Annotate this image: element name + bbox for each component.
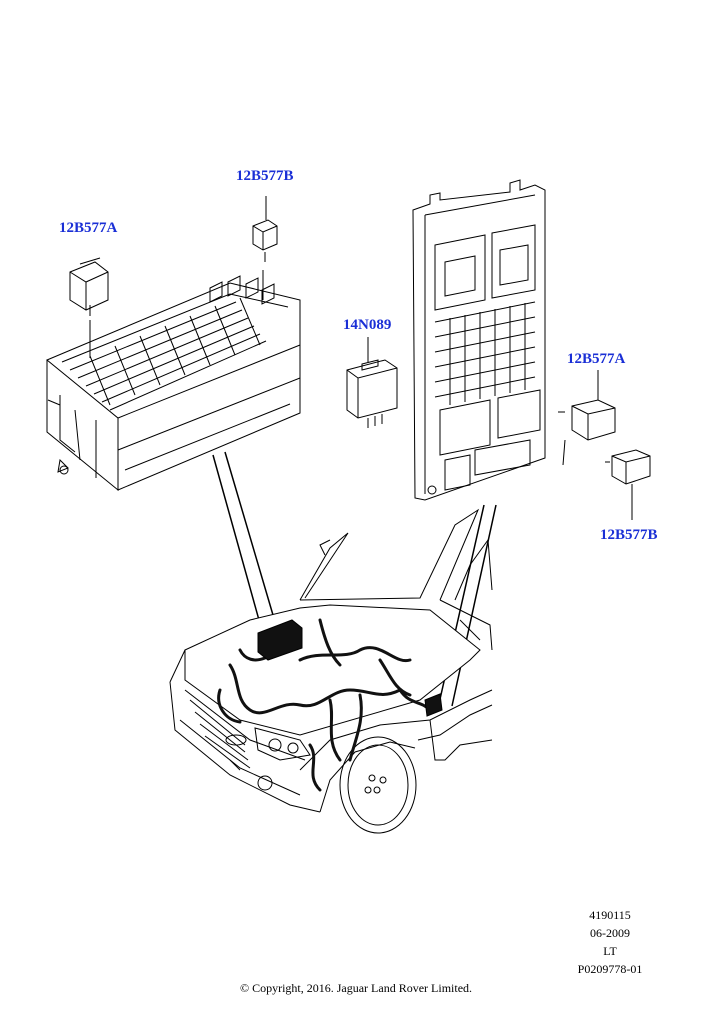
vehicle-front-view <box>169 508 493 834</box>
cabin-fuse-box[interactable] <box>412 179 546 501</box>
illustration-meta: 4190115 06-2009 LT P0209778-01 <box>560 906 660 978</box>
relay-12b577b-left[interactable] <box>252 196 278 300</box>
module-14n089[interactable] <box>346 337 398 428</box>
engine-fuse-box[interactable] <box>46 275 301 492</box>
callout-12b577b-right[interactable]: 12B577B <box>600 527 658 543</box>
wiring-harness <box>217 618 432 792</box>
copyright-notice: © Copyright, 2016. Jaguar Land Rover Lim… <box>239 981 473 995</box>
engine-fuse-box-installed <box>257 619 303 661</box>
illustration-date: 06-2009 <box>590 926 630 940</box>
illustration-id: 4190115 <box>589 908 631 922</box>
illustration-code: LT <box>603 944 617 958</box>
callout-12b577a-right[interactable]: 12B577A <box>567 351 626 367</box>
relay-12b577b-right[interactable] <box>605 449 651 520</box>
callout-14n089[interactable]: 14N089 <box>343 317 391 333</box>
relay-12b577a-left[interactable] <box>69 257 109 358</box>
relay-12b577a-right[interactable] <box>558 370 616 466</box>
callout-12b577a-left[interactable]: 12B577A <box>59 220 118 236</box>
cabin-fuse-box-installed <box>424 693 443 717</box>
callout-12b577b-left[interactable]: 12B577B <box>236 168 294 184</box>
part-reference: P0209778-01 <box>577 962 643 976</box>
